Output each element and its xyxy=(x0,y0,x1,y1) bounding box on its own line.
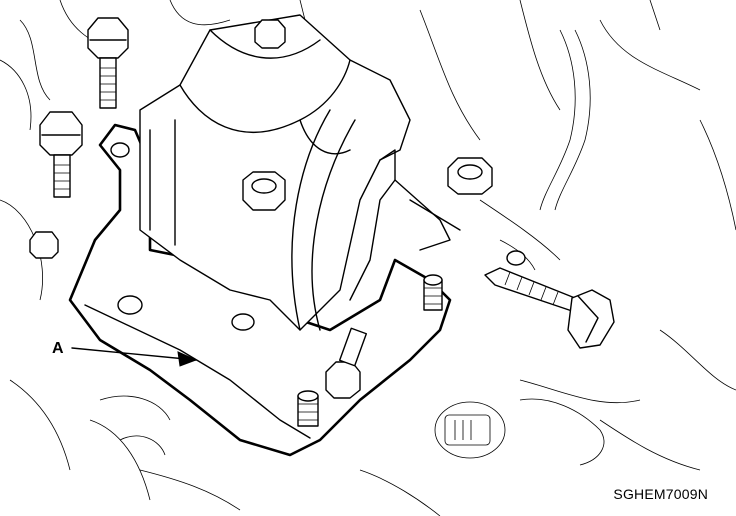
mount-bracket-plate xyxy=(68,123,452,457)
figure-code: SGHEM7009N xyxy=(613,486,708,502)
nut-center xyxy=(242,171,286,211)
bolt-top-left-lower xyxy=(39,111,83,198)
callout-label-a: A xyxy=(52,340,64,357)
bolt-lower-center xyxy=(325,327,368,399)
callout-a-leader xyxy=(71,347,198,367)
bolt-horizontal-right xyxy=(484,250,615,349)
nut-top xyxy=(254,19,286,49)
engine-mount-body xyxy=(139,14,461,331)
bolt-top-left-upper xyxy=(87,17,129,109)
stud-lower-left xyxy=(297,390,319,427)
nut-right xyxy=(447,157,493,195)
nut-left xyxy=(29,231,59,259)
stud-right xyxy=(423,274,443,311)
